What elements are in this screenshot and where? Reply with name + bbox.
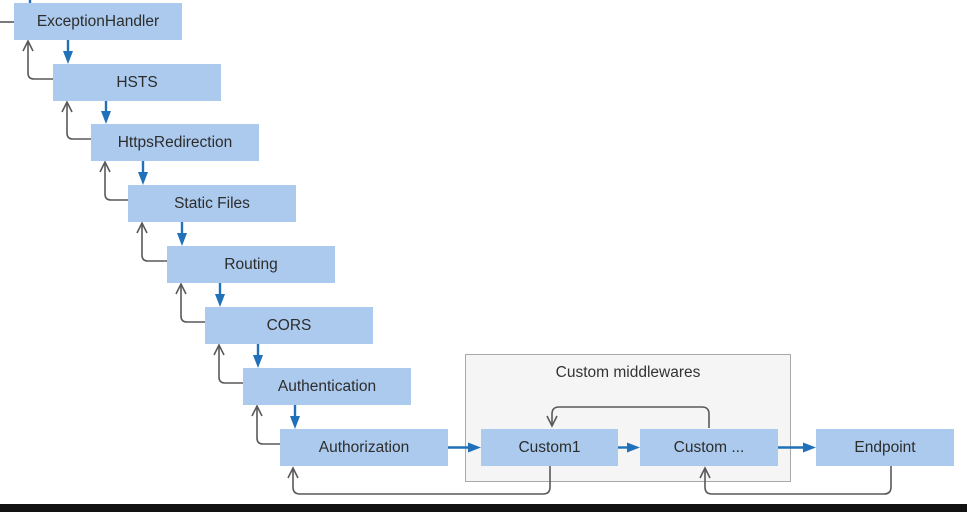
response-arrow-cors-to-routing <box>175 282 205 323</box>
node-routing: Routing <box>167 246 335 283</box>
node-custom1: Custom1 <box>481 429 618 466</box>
custom-middlewares-group-title: Custom middlewares <box>555 364 701 381</box>
response-arrow-customellipsis-to-custom1 <box>546 406 710 428</box>
node-https-redirection: HttpsRedirection <box>91 124 259 161</box>
node-authorization: Authorization <box>280 429 448 466</box>
request-arrows <box>28 0 816 453</box>
response-arrow-authentication-to-cors <box>213 343 243 384</box>
node-endpoint: Endpoint <box>816 429 954 466</box>
response-arrow-staticfiles-to-httpsredirection <box>99 160 128 201</box>
response-arrows <box>0 21 892 495</box>
response-arrow-authorization-to-authentication <box>251 404 280 445</box>
node-hsts: HSTS <box>53 64 221 101</box>
response-arrow-endpoint-to-customellipsis <box>699 466 892 495</box>
node-cors: CORS <box>205 307 373 344</box>
node-exception-handler: ExceptionHandler <box>14 3 182 40</box>
node-authentication: Authentication <box>243 368 411 405</box>
response-arrow-hsts-to-exceptionhandler <box>22 39 53 80</box>
response-arrow-httpsredirection-to-hsts <box>61 100 91 140</box>
response-arrow-custom1-to-authorization <box>287 466 551 495</box>
response-arrow-routing-to-staticfiles <box>136 221 167 262</box>
node-static-files: Static Files <box>128 185 296 222</box>
bottom-bar <box>0 504 967 512</box>
node-custom-ellipsis: Custom ... <box>640 429 778 466</box>
